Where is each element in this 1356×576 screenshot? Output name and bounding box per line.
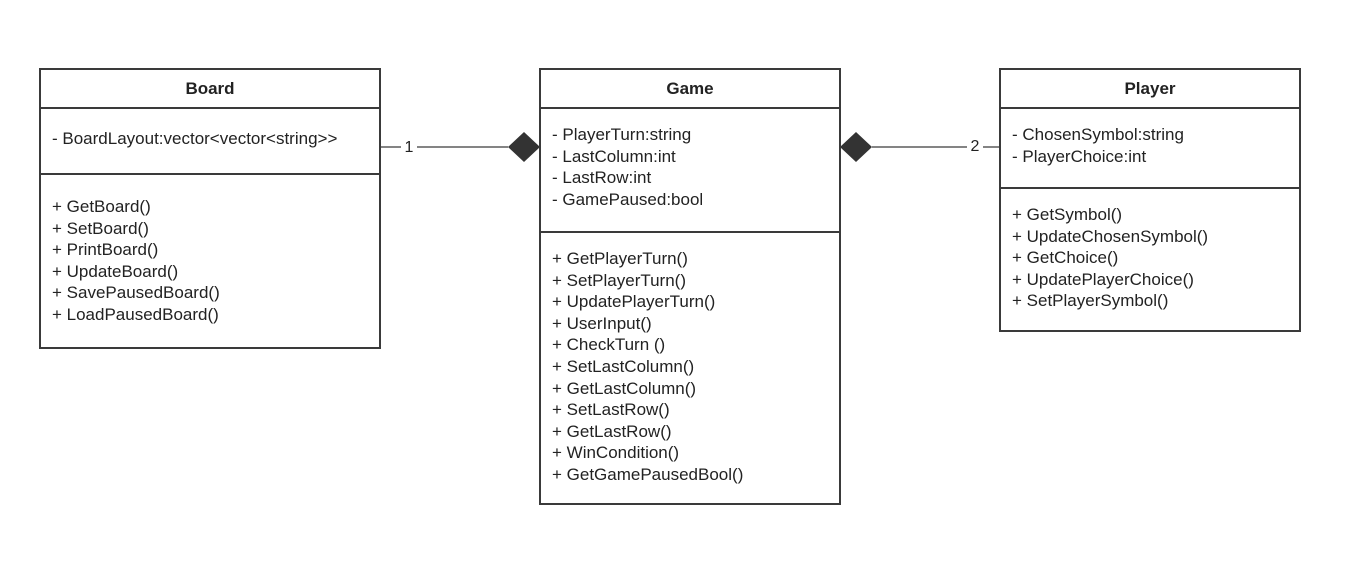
game-attribute: - GamePaused:bool — [552, 189, 704, 209]
game-method: + GetLastColumn() — [552, 378, 697, 398]
board-method: + UpdateBoard() — [52, 261, 179, 281]
game-method: + CheckTurn () — [552, 335, 666, 355]
board-multiplicity: 1 — [405, 139, 414, 156]
game-attribute: - LastColumn:int — [552, 146, 676, 166]
board-method: + SetBoard() — [52, 218, 149, 238]
class-player-attributes: - ChosenSymbol:string - PlayerChoice:int — [1001, 109, 1299, 189]
game-method: + GetGamePausedBool() — [552, 464, 744, 484]
game-method: + SetLastRow() — [552, 400, 670, 420]
class-player: Player - ChosenSymbol:string - PlayerCho… — [999, 68, 1301, 332]
player-multiplicity: 2 — [971, 138, 980, 155]
board-attribute: - BoardLayout:vector<vector<string>> — [52, 129, 338, 148]
player-method: + UpdateChosenSymbol() — [1012, 226, 1209, 246]
board-game-composition-diamond — [508, 132, 540, 162]
board-method: + LoadPausedBoard() — [52, 304, 219, 324]
class-board: Board - BoardLayout:vector<vector<string… — [39, 68, 381, 349]
game-method: + UserInput() — [552, 313, 652, 333]
player-method: + UpdatePlayerChoice() — [1012, 269, 1194, 289]
game-method: + GetPlayerTurn() — [552, 249, 688, 268]
class-game: Game - PlayerTurn:string - LastColumn:in… — [539, 68, 841, 505]
board-method: + GetBoard() — [52, 197, 151, 216]
class-game-name: Game — [541, 70, 839, 109]
class-game-methods: + GetPlayerTurn() + SetPlayerTurn() + Up… — [541, 233, 839, 486]
game-attribute: - LastRow:int — [552, 168, 652, 188]
board-method: + SavePausedBoard() — [52, 283, 220, 303]
game-method: + UpdatePlayerTurn() — [552, 292, 716, 312]
game-attribute: - PlayerTurn:string — [552, 125, 692, 144]
player-method: + GetChoice() — [1012, 248, 1119, 268]
game-method: + GetLastRow() — [552, 421, 672, 441]
player-attribute: - PlayerChoice:int — [1012, 146, 1147, 166]
player-attribute: - ChosenSymbol:string — [1012, 125, 1184, 144]
game-player-composition-diamond — [840, 132, 872, 162]
class-board-methods: + GetBoard() + SetBoard() + PrintBoard()… — [41, 175, 379, 326]
game-method: + WinCondition() — [552, 443, 680, 463]
player-method: + GetSymbol() — [1012, 205, 1123, 224]
class-game-attributes: - PlayerTurn:string - LastColumn:int - L… — [541, 109, 839, 233]
class-player-name: Player — [1001, 70, 1299, 109]
player-method: + SetPlayerSymbol() — [1012, 291, 1169, 311]
class-player-methods: + GetSymbol() + UpdateChosenSymbol() + G… — [1001, 189, 1299, 312]
board-method: + PrintBoard() — [52, 240, 159, 260]
game-method: + SetLastColumn() — [552, 356, 695, 376]
class-board-name: Board — [41, 70, 379, 109]
game-method: + SetPlayerTurn() — [552, 270, 686, 290]
class-board-attributes: - BoardLayout:vector<vector<string>> — [41, 109, 379, 175]
